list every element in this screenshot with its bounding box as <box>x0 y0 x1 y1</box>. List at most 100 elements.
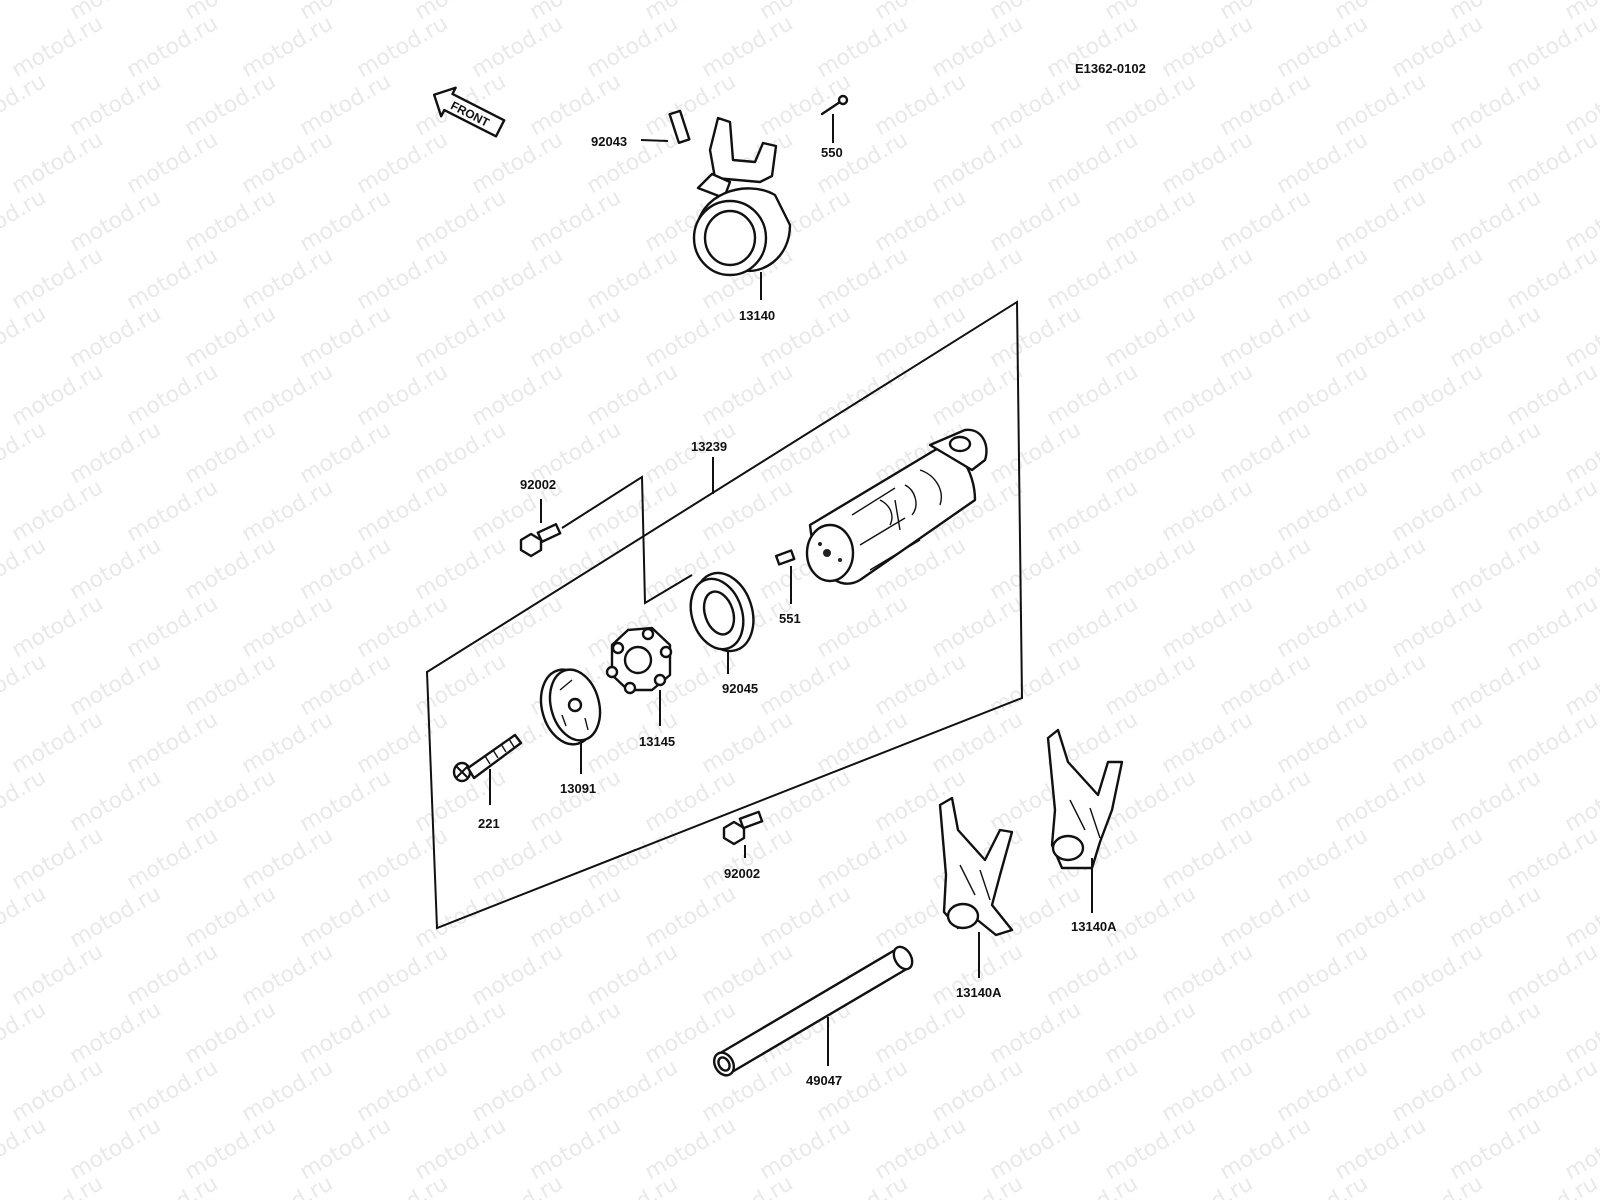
watermark-text: motod.ru <box>756 69 856 141</box>
label-13140A-right: 13140A <box>1071 919 1117 934</box>
watermark-text: motod.ru <box>1561 881 1600 953</box>
watermark-text: motod.ru <box>353 1055 453 1127</box>
watermark-text: motod.ru <box>583 1171 683 1200</box>
watermark-text: motod.ru <box>0 881 50 953</box>
watermark-text: motod.ru <box>238 823 338 895</box>
watermark-text: motod.ru <box>1158 823 1258 895</box>
watermark-text: motod.ru <box>756 649 856 721</box>
shift-drum-13239 <box>805 428 988 585</box>
watermark-text: motod.ru <box>123 823 223 895</box>
watermark-text: motod.ru <box>698 1171 798 1200</box>
watermark-text: motod.ru <box>698 939 798 1011</box>
watermark-text: motod.ru <box>8 1055 108 1127</box>
watermark-text: motod.ru <box>1101 417 1201 489</box>
watermark-text: motod.ru <box>1158 591 1258 663</box>
watermark-text: motod.ru <box>181 765 281 837</box>
watermark-text: motod.ru <box>641 881 741 953</box>
watermark-text: motod.ru <box>1158 1171 1258 1200</box>
watermark-text: motod.ru <box>468 11 568 83</box>
watermark-text: motod.ru <box>353 823 453 895</box>
watermark-text: motod.ru <box>66 301 166 373</box>
watermark-text: motod.ru <box>296 69 396 141</box>
label-13140: 13140 <box>739 308 775 323</box>
watermark-text: motod.ru <box>1101 69 1201 141</box>
watermark-text: motod.ru <box>296 301 396 373</box>
watermark-text: motod.ru <box>756 417 856 489</box>
watermark-text: motod.ru <box>1216 765 1316 837</box>
watermark-text: motod.ru <box>468 243 568 315</box>
watermark-text: motod.ru <box>1503 1055 1600 1127</box>
watermark-text: motod.ru <box>1446 185 1546 257</box>
watermark-text: motod.ru <box>1503 707 1600 779</box>
shaft-49047 <box>712 945 914 1077</box>
watermark-text: motod.ru <box>1388 11 1488 83</box>
watermark-text: motod.ru <box>296 765 396 837</box>
watermark-text: motod.ru <box>1388 127 1488 199</box>
watermark-text: motod.ru <box>928 127 1028 199</box>
watermark-text: motod.ru <box>1158 707 1258 779</box>
watermark-text: motod.ru <box>238 359 338 431</box>
watermark-text: motod.ru <box>411 1113 511 1185</box>
watermark-text: motod.ru <box>1043 939 1143 1011</box>
label-92043: 92043 <box>591 134 627 149</box>
watermark-text: motod.ru <box>986 69 1086 141</box>
watermark-text: motod.ru <box>1331 185 1431 257</box>
watermark-text: motod.ru <box>1216 417 1316 489</box>
watermark-text: motod.ru <box>1216 69 1316 141</box>
watermark-text: motod.ru <box>353 1171 453 1200</box>
bolt-92002-top <box>519 499 562 558</box>
watermark-text: motod.ru <box>123 707 223 779</box>
watermark-text: motod.ru <box>411 185 511 257</box>
watermark-text: motod.ru <box>238 243 338 315</box>
shift-fork-13140 <box>692 116 792 300</box>
label-49047: 49047 <box>806 1073 842 1088</box>
watermark-text: motod.ru <box>1388 1171 1488 1200</box>
watermark-text: motod.ru <box>1561 185 1600 257</box>
watermark-text: motod.ru <box>583 1055 683 1127</box>
watermark-text: motod.ru <box>8 475 108 547</box>
watermark-text: motod.ru <box>1158 243 1258 315</box>
watermark-text: motod.ru <box>181 649 281 721</box>
watermark-text: motod.ru <box>756 765 856 837</box>
watermark-text: motod.ru <box>583 243 683 315</box>
watermark-text: motod.ru <box>928 939 1028 1011</box>
watermark-text: motod.ru <box>353 127 453 199</box>
watermark-text: motod.ru <box>1273 1055 1373 1127</box>
watermark-text: motod.ru <box>698 359 798 431</box>
watermark-text: motod.ru <box>813 11 913 83</box>
watermark-text: motod.ru <box>1043 591 1143 663</box>
watermark-text: motod.ru <box>123 243 223 315</box>
watermark-text: motod.ru <box>698 1055 798 1127</box>
watermark-text: motod.ru <box>123 359 223 431</box>
watermark-text: motod.ru <box>8 127 108 199</box>
watermark-text: motod.ru <box>468 591 568 663</box>
watermark-text: motod.ru <box>583 475 683 547</box>
watermark-text: motod.ru <box>1216 301 1316 373</box>
label-13145: 13145 <box>639 734 675 749</box>
screw-221 <box>452 733 523 805</box>
watermark-text: motod.ru <box>8 359 108 431</box>
watermark-text: motod.ru <box>468 823 568 895</box>
watermark-text: motod.ru <box>238 1171 338 1200</box>
watermark-text: motod.ru <box>698 11 798 83</box>
watermark-text: motod.ru <box>1216 1113 1316 1185</box>
watermark-text: motod.ru <box>1561 533 1600 605</box>
watermark-text: motod.ru <box>1446 881 1546 953</box>
watermark-text: motod.ru <box>411 301 511 373</box>
watermark-text: motod.ru <box>1331 301 1431 373</box>
watermark-text: motod.ru <box>1216 997 1316 1069</box>
watermark-text: motod.ru <box>296 997 396 1069</box>
watermark-text: motod.ru <box>0 69 50 141</box>
pin-551 <box>774 549 796 604</box>
label-550: 550 <box>821 145 843 160</box>
watermark-text: motod.ru <box>1158 1055 1258 1127</box>
watermark-text: motod.ru <box>0 765 50 837</box>
watermark-text: motod.ru <box>1561 301 1600 373</box>
watermark-text: motod.ru <box>0 0 50 25</box>
watermark-text: motod.ru <box>928 707 1028 779</box>
label-13140A-left: 13140A <box>956 985 1002 1000</box>
watermark-text: motod.ru <box>66 417 166 489</box>
watermark-text: motod.ru <box>1101 997 1201 1069</box>
label-221: 221 <box>478 816 500 831</box>
watermark-text: motod.ru <box>1043 1055 1143 1127</box>
